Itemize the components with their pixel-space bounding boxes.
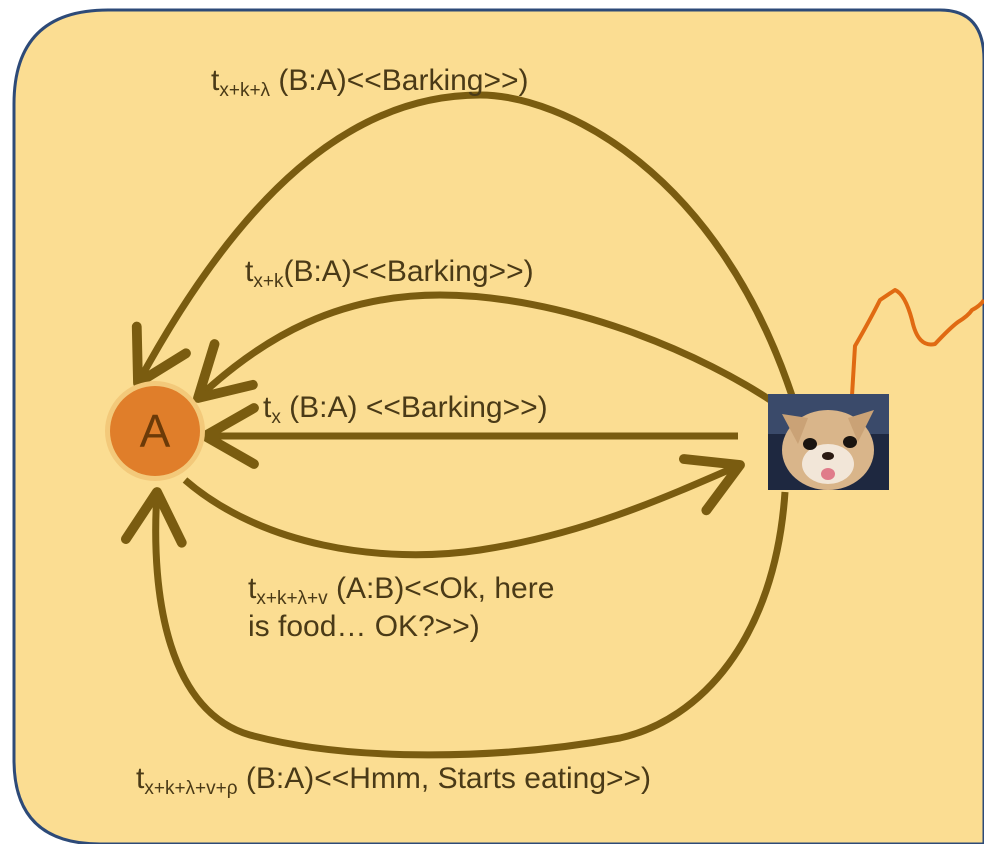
dog-photo <box>768 394 889 490</box>
orange-trajectory-line <box>849 288 984 413</box>
message-label-2: tx+k(B:A)<<Barking>>) <box>245 255 534 292</box>
arrow-middle-top <box>193 291 788 413</box>
message-label-1: tx+k+λ (B:A)<<Barking>>) <box>211 64 529 101</box>
arrow-a-to-b <box>182 454 745 559</box>
arrow-bottom-return <box>121 487 789 759</box>
node-a: A <box>110 386 200 476</box>
message-label-4-line2: is food… OK?>>) <box>248 609 480 643</box>
message-label-3: tx (B:A) <<Barking>>) <box>263 391 548 428</box>
panel-background <box>12 8 984 846</box>
arrow-outer-top <box>131 91 799 407</box>
message-label-5: tx+k+λ+v+ρ (B:A)<<Hmm, Starts eating>>) <box>136 762 652 799</box>
